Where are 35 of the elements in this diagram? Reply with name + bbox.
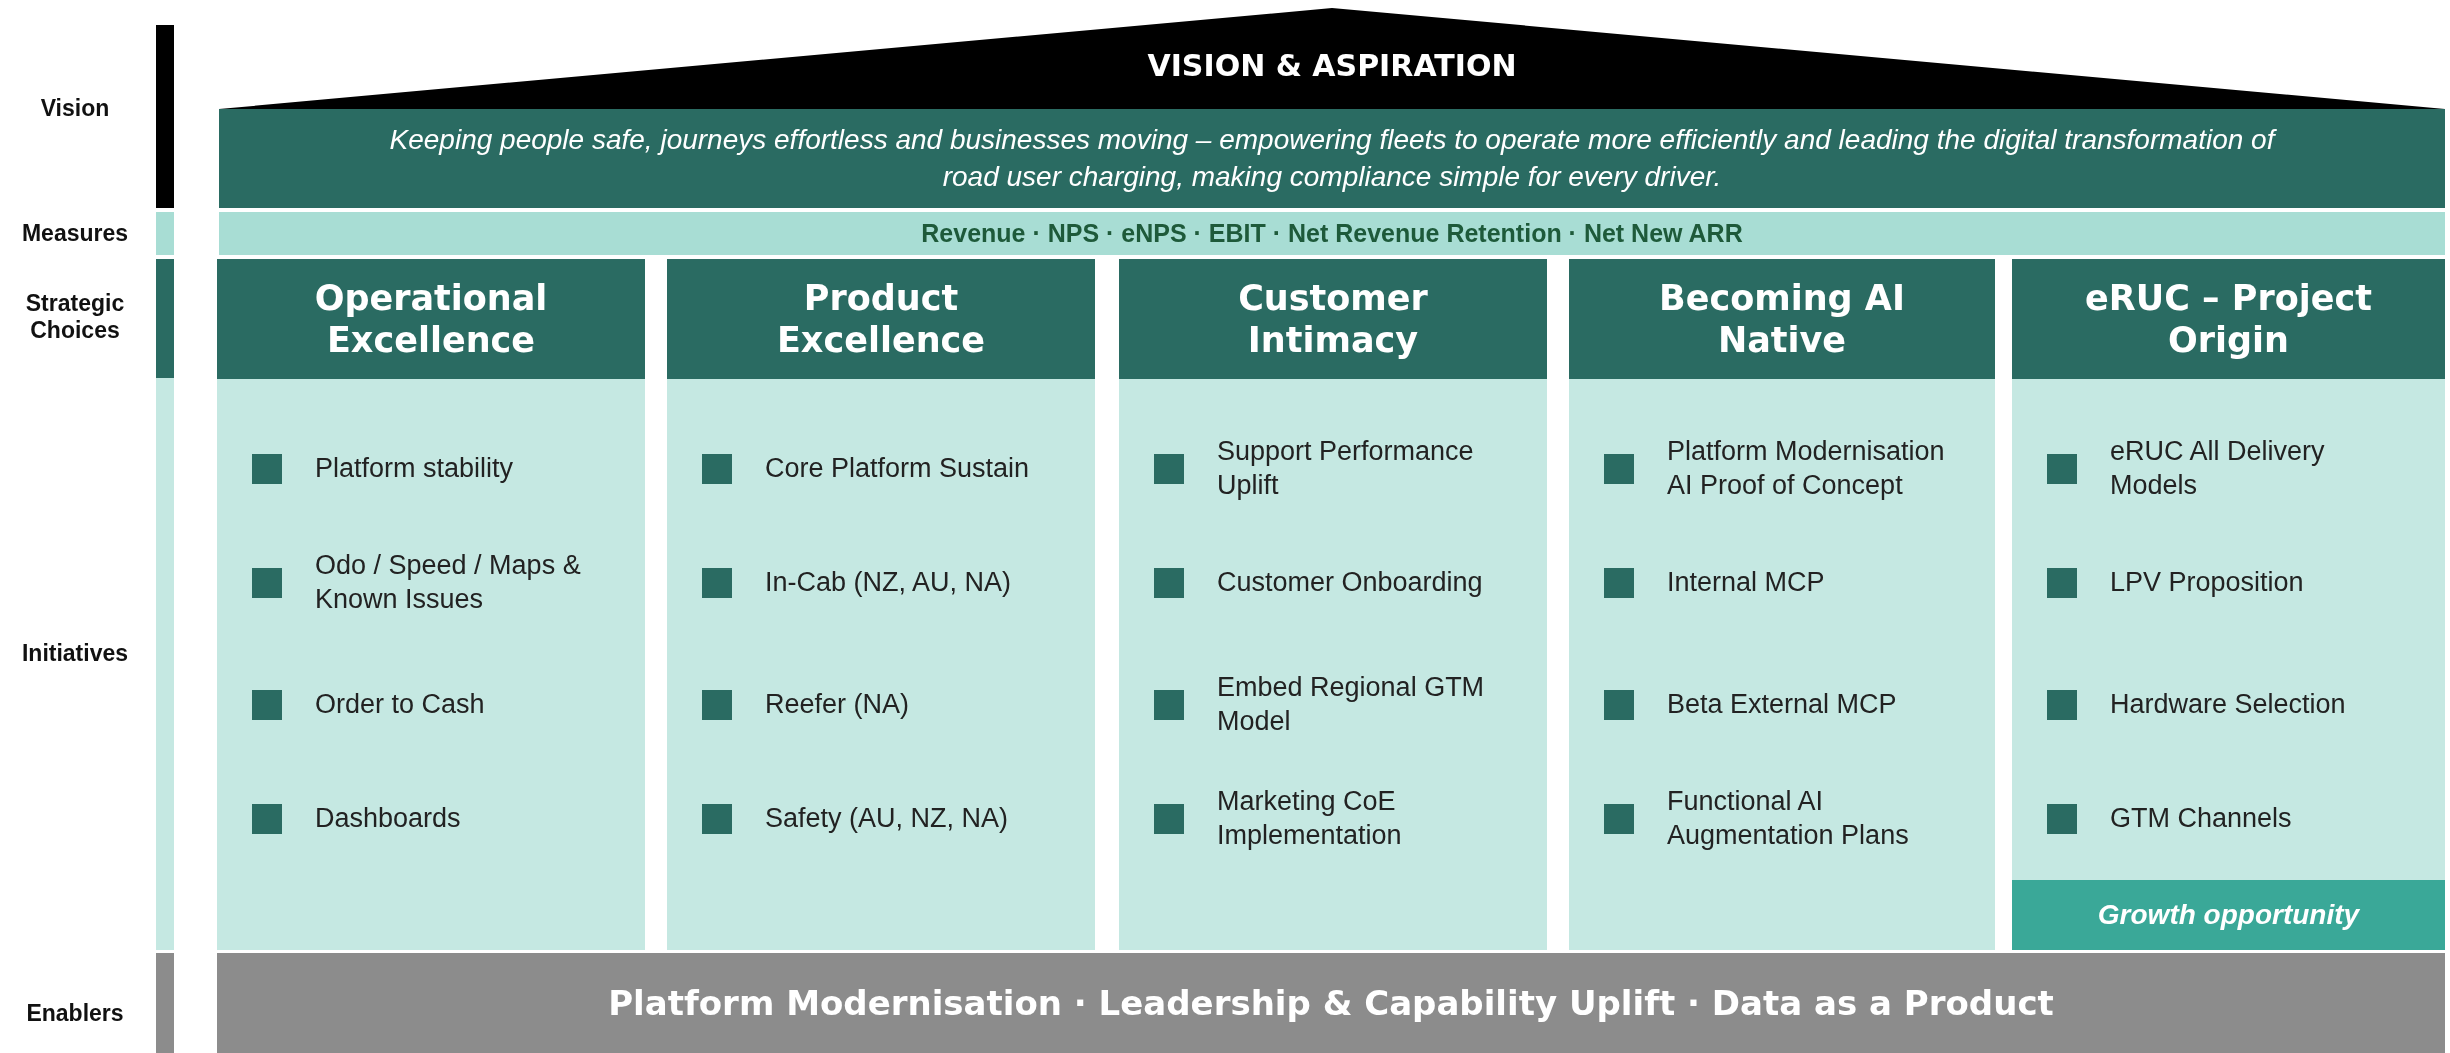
vision-banner: Keeping people safe, journeys effortless and businesses moving – empowering fleets to operate more efficiently and leading the digital transformation of road user charging, making compliance simple for every driver. — [219, 109, 2445, 208]
initiative-text: In-Cab (NZ, AU, NA) — [765, 566, 1013, 600]
initiative-text: Marketing CoE Implementation — [1217, 785, 1403, 852]
initiative-text: Embed Regional GTM Model — [1217, 671, 1486, 738]
measures-banner: Revenue · NPS · eNPS · EBIT · Net Revenue Retention · Net New ARR — [219, 212, 2445, 255]
row-label: Enablers — [25, 1000, 125, 1027]
initiative-text: Support Performance Uplift — [1217, 435, 1475, 502]
roof-title: VISION & ASPIRATION — [1147, 48, 1517, 83]
pillar-heading: Operational Excellence — [217, 259, 645, 379]
initiative-text: Platform Modernisation AI Proof of Concept — [1667, 435, 1946, 502]
initiative-text: Dashboards — [315, 802, 462, 836]
initiative-text: Customer Onboarding — [1217, 566, 1484, 600]
initiative-text: eRUC All Delivery Models — [2110, 435, 2326, 502]
pillar-heading: eRUC – Project Origin — [2012, 259, 2445, 379]
row-label: Vision — [39, 95, 111, 122]
row-label: Initiatives — [20, 640, 130, 667]
initiative-text: Platform stability — [315, 452, 515, 486]
initiative-text: Core Platform Sustain — [765, 452, 1031, 486]
row-label: Strategic Choices — [24, 290, 126, 344]
enablers-banner: Platform Modernisation · Leadership & Capability Uplift · Data as a Product — [217, 953, 2445, 1053]
pillar-heading: Product Excellence — [667, 259, 1095, 379]
initiative-text: Reefer (NA) — [765, 688, 911, 722]
growth-banner: Growth opportunity — [2012, 880, 2445, 950]
initiative-text: Internal MCP — [1667, 566, 1826, 600]
pillar-heading: Becoming AI Native — [1569, 259, 1995, 379]
pillar-heading: Customer Intimacy — [1119, 259, 1547, 379]
initiative-text: Beta External MCP — [1667, 688, 1898, 722]
initiative-text: LPV Proposition — [2110, 566, 2305, 600]
initiative-text: Functional AI Augmentation Plans — [1667, 785, 1910, 852]
initiative-text: Order to Cash — [315, 688, 486, 722]
initiative-text: Safety (AU, NZ, NA) — [765, 802, 1010, 836]
initiative-text: Hardware Selection — [2110, 688, 2347, 722]
initiative-text: Odo / Speed / Maps & Known Issues — [315, 549, 582, 616]
row-label: Measures — [20, 220, 130, 247]
initiative-text: GTM Channels — [2110, 802, 2293, 836]
